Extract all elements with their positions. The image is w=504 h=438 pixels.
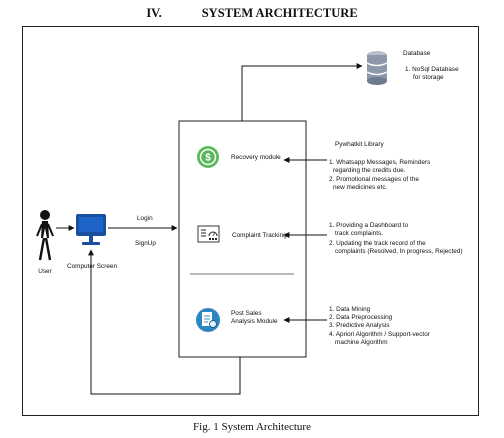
complaint-note-1: 1. Providing a Dashboard to xyxy=(329,222,409,229)
system-to-computer-return-arrow xyxy=(88,249,241,395)
figure-caption: Fig. 1 System Architecture xyxy=(193,421,311,433)
recovery-dollar-icon: $ xyxy=(197,146,219,168)
recovery-note-4: new medicines etc. xyxy=(333,184,388,191)
section-title: SYSTEM ARCHITECTURE xyxy=(201,6,358,20)
login-label: Login xyxy=(137,215,153,222)
section-heading: IV. SYSTEM ARCHITECTURE xyxy=(0,6,504,21)
post-sales-note-2: 2. Data Preprocessing xyxy=(329,314,393,321)
analysis-report-icon xyxy=(196,308,220,332)
system-to-database-arrow xyxy=(241,63,363,121)
post-sales-label-line2: Analysis Module xyxy=(231,318,278,325)
diagram-frame xyxy=(22,26,479,416)
complaint-note-3: 2. Updating the track record of the xyxy=(329,240,426,247)
database-title: Database xyxy=(403,50,431,57)
recovery-note-3: 2. Promotional messages of the xyxy=(329,176,419,183)
complaint-note-2: track complaints. xyxy=(335,230,383,237)
user-icon xyxy=(36,210,54,261)
database-icon xyxy=(366,51,388,85)
complaint-note-4: complaints (Resolved, In progress, Rejec… xyxy=(335,248,463,255)
complaint-tracking-label: Complaint Tracking xyxy=(232,232,287,239)
database-note-line2: for storage xyxy=(413,74,444,81)
svg-text:$: $ xyxy=(205,153,211,164)
recovery-note-2: regarding the credits due. xyxy=(333,167,406,174)
database-note-line1: 1. NoSql Database xyxy=(405,66,459,73)
post-sales-note-1: 1. Data Mining xyxy=(329,306,371,313)
section-number: IV. xyxy=(146,6,162,20)
recovery-module-label: Recovery module xyxy=(231,154,281,161)
post-sales-label-line1: Post Sales xyxy=(231,310,262,317)
library-label: Pywhatkit Library xyxy=(335,141,384,148)
post-sales-note-3: 3. Predictive Analysis xyxy=(329,322,390,329)
recovery-note-1: 1. Whatsapp Messages, Reminders xyxy=(329,159,431,166)
post-sales-note-5: machine Algorithm xyxy=(335,339,388,346)
signup-label: SignUp xyxy=(135,240,156,247)
dashboard-icon xyxy=(197,225,220,243)
computer-screen-label: Computer Screen xyxy=(66,263,118,270)
post-sales-note-4: 4. Apriori Algorithm / Support-vector xyxy=(329,331,430,338)
computer-monitor-icon xyxy=(76,214,106,245)
user-label: User xyxy=(38,268,52,275)
